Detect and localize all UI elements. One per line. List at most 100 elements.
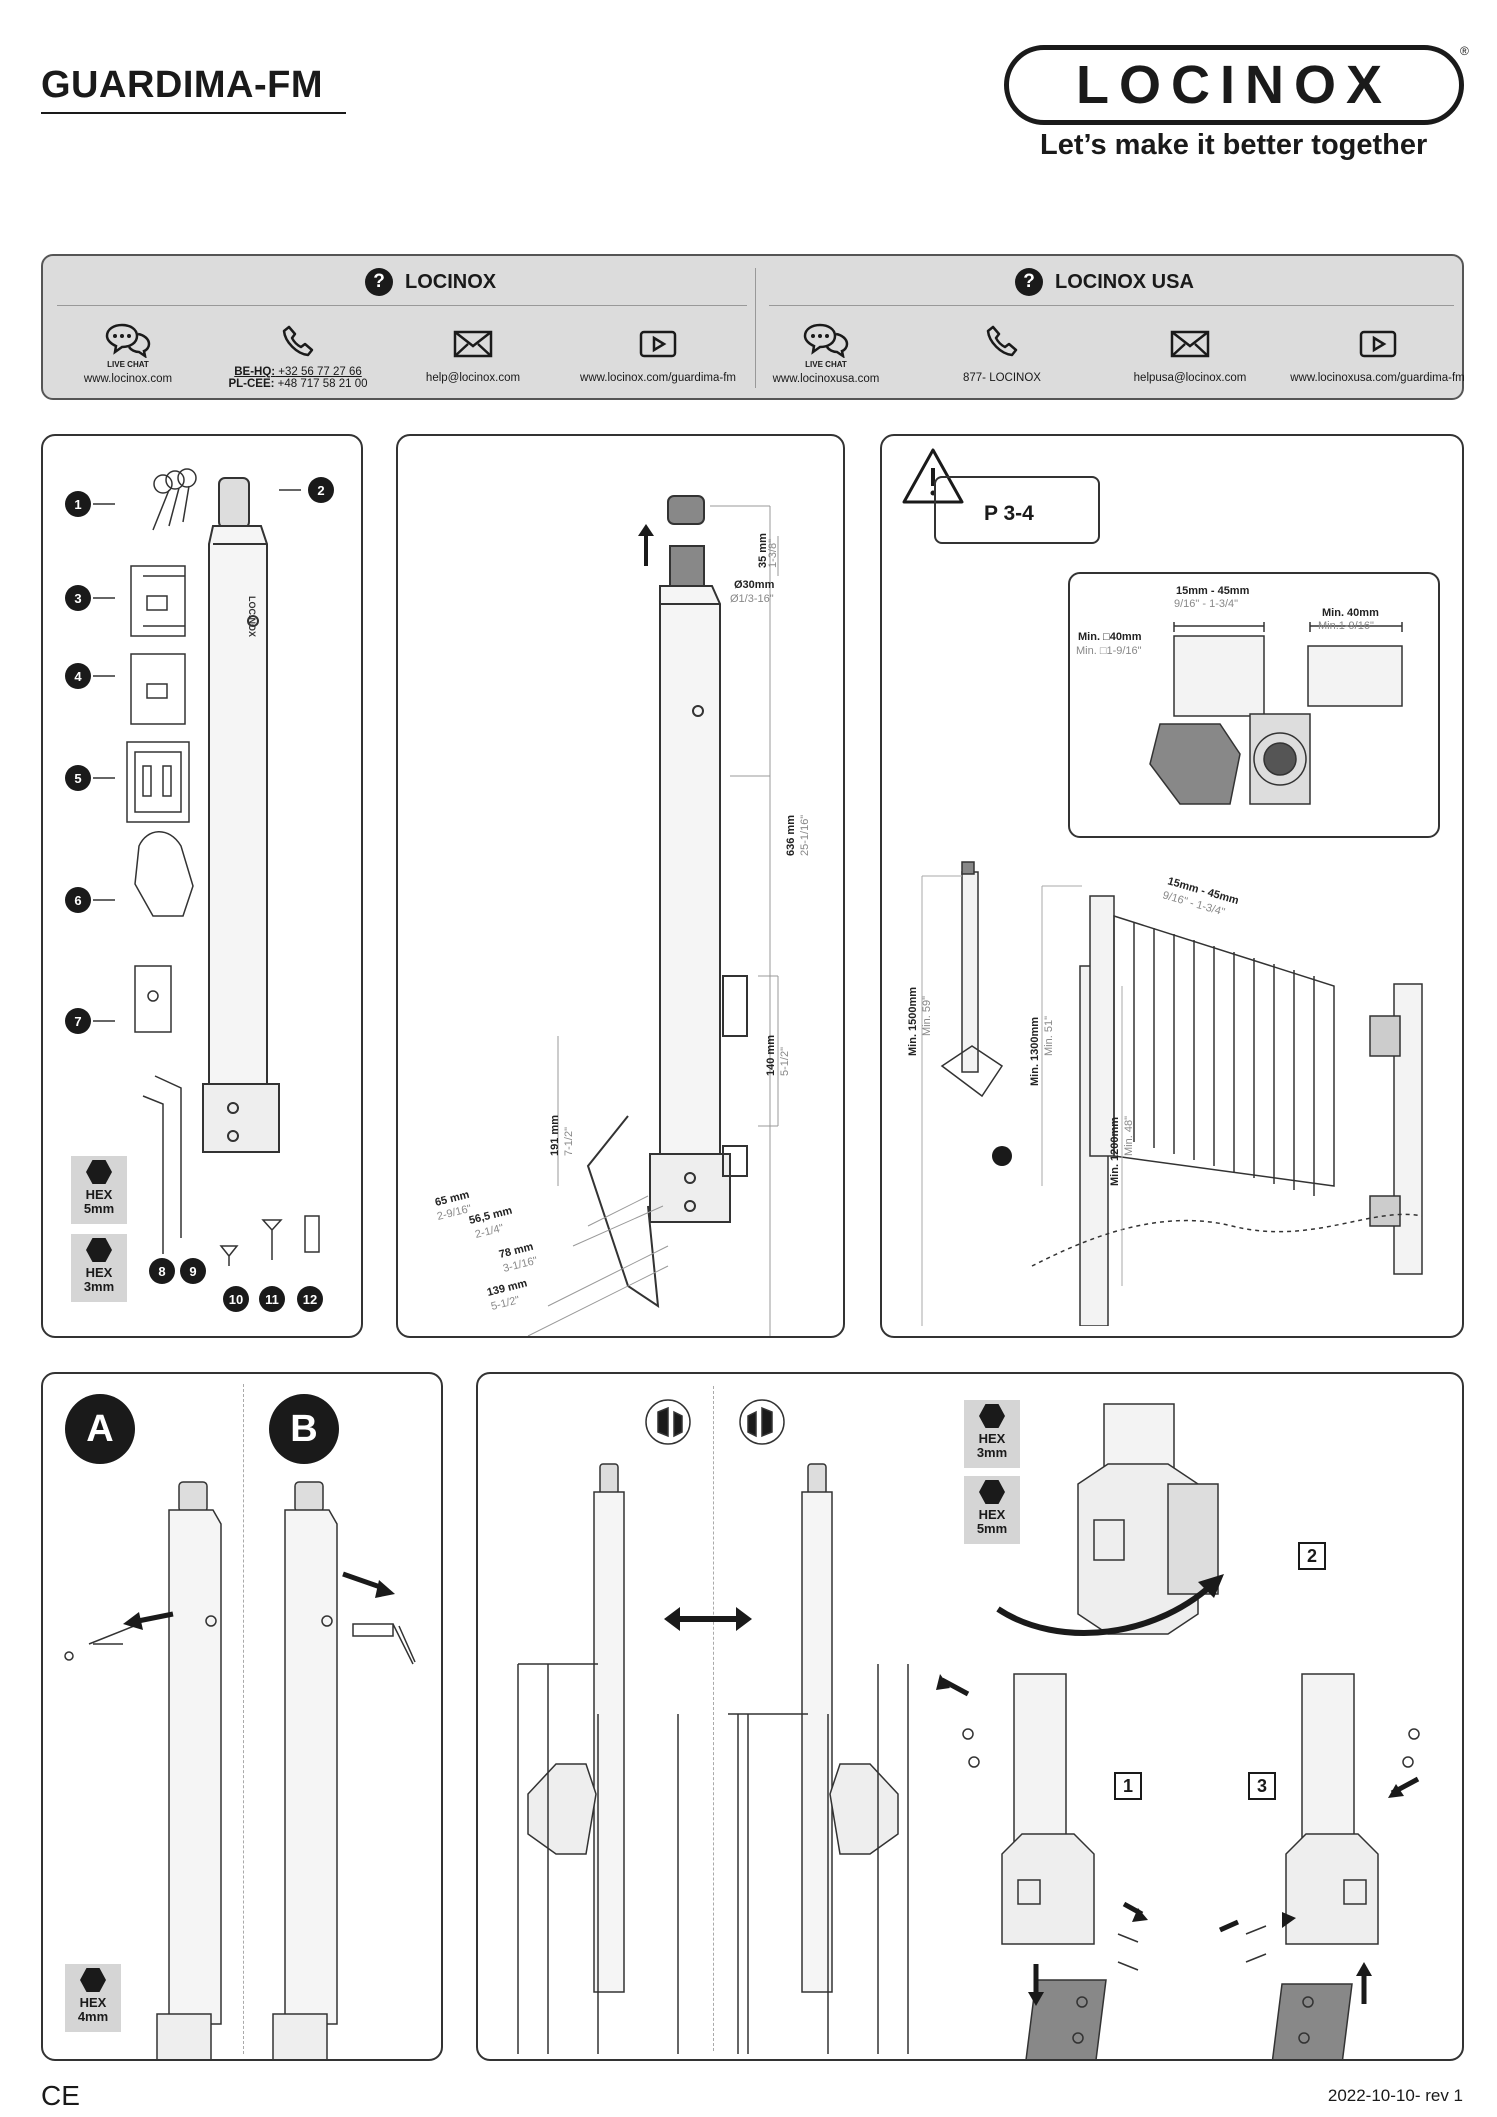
ce-mark: CE bbox=[41, 2080, 80, 2111]
chat-icon bbox=[803, 323, 849, 358]
dim-140mm-inch: 5-1/2" bbox=[779, 1047, 791, 1076]
hexagon-icon bbox=[979, 1404, 1005, 1428]
dimensions-panel: 35 mm Ø30mm 636 mm 140 mm 191 mm 65 mm 5… bbox=[396, 434, 845, 1338]
hexagon-icon bbox=[86, 1238, 112, 1262]
revision-date: 2022-10-10- rev 1 bbox=[1327, 2086, 1463, 2105]
min-height-1300-inch: Min. 51" bbox=[1043, 1016, 1055, 1056]
dim-191mm-inch: 7-1/2" bbox=[563, 1127, 575, 1156]
hexagon-icon bbox=[86, 1160, 112, 1184]
phone-item[interactable]: 877- LOCINOX bbox=[917, 318, 1087, 384]
gap-detail-drawing: 15mm - 45mm Min. 40mm Min. □40mm 9/16" -… bbox=[1076, 585, 1403, 805]
part-number: 12 bbox=[297, 1286, 323, 1312]
min-post-inch: Min. □1-9/16" bbox=[1076, 645, 1142, 657]
reversal-drawing bbox=[517, 1399, 1420, 2059]
live-chat-item[interactable]: LIVE CHAT www.locinox.com bbox=[43, 318, 213, 385]
gap-detail-inset: 15mm - 45mm Min. 40mm Min. □40mm 9/16" -… bbox=[1068, 572, 1440, 838]
dim-636mm: 636 mm bbox=[785, 815, 797, 856]
dim-191mm: 191 mm bbox=[549, 1115, 561, 1156]
part-number: 8 bbox=[149, 1258, 175, 1284]
registered-mark: ® bbox=[1460, 44, 1469, 58]
hexagon-icon bbox=[979, 1480, 1005, 1504]
step-2-label: 2 bbox=[1298, 1542, 1326, 1570]
phone-label-be: BE-HQ: bbox=[234, 366, 276, 378]
dim-30mm-inch: Ø1/3-16" bbox=[730, 593, 774, 605]
brand-logo: LOCINOX bbox=[1004, 45, 1464, 125]
phone-number-usa[interactable]: 877- LOCINOX bbox=[963, 372, 1041, 384]
phone-icon bbox=[986, 325, 1018, 357]
part-number: 10 bbox=[223, 1286, 249, 1312]
video-link[interactable]: www.locinox.com/guardima-fm bbox=[580, 372, 736, 384]
video-item[interactable]: www.locinoxusa.com/guardima-fm bbox=[1285, 318, 1470, 384]
brand-tagline: Let’s make it better together bbox=[1040, 129, 1428, 161]
phone-number-be[interactable]: +32 56 77 27 66 bbox=[275, 366, 362, 378]
play-video-icon bbox=[639, 330, 677, 358]
phone-item[interactable]: BE-HQ: +32 56 77 27 66 PL-CEE: +48 717 5… bbox=[213, 318, 383, 390]
dim-35mm: 35 mm bbox=[757, 533, 769, 568]
dimensions-drawing: 35 mm Ø30mm 636 mm 140 mm 191 mm 65 mm 5… bbox=[434, 495, 811, 1336]
dim-30mm: Ø30mm bbox=[734, 579, 775, 591]
contact-heading-locinox-usa: ? LOCINOX USA bbox=[1015, 268, 1194, 296]
post-brand-mark: LOCINOX bbox=[247, 596, 257, 637]
title-underline bbox=[41, 112, 346, 114]
hexagon-icon bbox=[80, 1968, 106, 1992]
page-reference-box: P 3-4 bbox=[934, 476, 1100, 544]
min-width-mm: Min. 40mm bbox=[1322, 607, 1379, 619]
installation-requirements-panel: P 3-4 15mm - 45mm Min. 40mm Min. □40mm 9… bbox=[880, 434, 1464, 1338]
help-icon: ? bbox=[1015, 268, 1043, 296]
contact-group-locinox-usa: ? LOCINOX USA LIVE CHAT www.locinoxusa.c… bbox=[755, 256, 1466, 398]
gate-installation-drawing: Min. 1500mm Min. 1300mm Min. 1200mm 15mm… bbox=[907, 861, 1423, 1326]
live-chat-item[interactable]: LIVE CHAT www.locinoxusa.com bbox=[741, 318, 911, 385]
email-item[interactable]: helpusa@locinox.com bbox=[1105, 318, 1275, 384]
option-b-badge: B bbox=[269, 1394, 339, 1464]
part-number: 2 bbox=[308, 477, 334, 503]
dim-35mm-inch: 1-3/8" bbox=[767, 539, 779, 568]
video-link[interactable]: www.locinoxusa.com/guardima-fm bbox=[1290, 372, 1465, 384]
website-link[interactable]: www.locinoxusa.com bbox=[772, 373, 880, 385]
chat-icon bbox=[105, 323, 151, 358]
cylinder-options-drawing bbox=[64, 1481, 416, 2059]
envelope-icon bbox=[1170, 330, 1210, 358]
option-a-badge: A bbox=[65, 1394, 135, 1464]
heading-rule bbox=[57, 305, 747, 306]
part-number: 11 bbox=[259, 1286, 285, 1312]
step-1-label: 1 bbox=[1114, 1772, 1142, 1800]
help-icon: ? bbox=[365, 268, 393, 296]
min-height-1500-inch: Min. 59" bbox=[921, 996, 933, 1036]
heading-rule bbox=[769, 305, 1454, 306]
gap-range-inch: 9/16" - 1-3/4" bbox=[1174, 598, 1238, 610]
email-link[interactable]: help@locinox.com bbox=[425, 372, 521, 384]
part-number: 7 bbox=[65, 1008, 91, 1034]
left-right-separator bbox=[713, 1386, 714, 2051]
video-item[interactable]: www.locinox.com/guardima-fm bbox=[573, 318, 743, 384]
email-link[interactable]: helpusa@locinox.com bbox=[1133, 372, 1247, 384]
phone-icon bbox=[282, 325, 314, 357]
dim-56-5mm-inch: 2-1/4" bbox=[474, 1222, 505, 1241]
parts-illustration: LOCINOX bbox=[93, 468, 320, 1266]
part-number: 3 bbox=[65, 585, 91, 611]
min-post-mm: Min. □40mm bbox=[1078, 631, 1142, 643]
part-number: 1 bbox=[65, 491, 91, 517]
contact-divider bbox=[755, 268, 756, 388]
part-number: 4 bbox=[65, 663, 91, 689]
step-3-label: 3 bbox=[1248, 1772, 1276, 1800]
email-item[interactable]: help@locinox.com bbox=[388, 318, 558, 384]
live-chat-label: LIVE CHAT bbox=[107, 360, 149, 369]
contact-bar: ? LOCINOX LIVE CHAT www.locinox.com BE-H… bbox=[41, 254, 1466, 400]
phone-number-pl[interactable]: +48 717 58 21 00 bbox=[274, 378, 368, 390]
live-chat-label: LIVE CHAT bbox=[805, 360, 847, 369]
min-height-1300: Min. 1300mm bbox=[1029, 1017, 1041, 1086]
min-width-inch: Min.1-9/16" bbox=[1318, 620, 1374, 632]
dim-636mm-inch: 25-1/16" bbox=[799, 815, 811, 856]
envelope-icon bbox=[453, 330, 493, 358]
phone-label-pl: PL-CEE: bbox=[228, 378, 275, 390]
website-link[interactable]: www.locinox.com bbox=[83, 373, 173, 385]
play-video-icon bbox=[1359, 330, 1396, 358]
min-height-1200-inch: Min. 48" bbox=[1123, 1116, 1135, 1156]
page-reference: P 3-4 bbox=[984, 502, 1034, 525]
gap-range-mm: 15mm - 45mm bbox=[1176, 585, 1250, 597]
